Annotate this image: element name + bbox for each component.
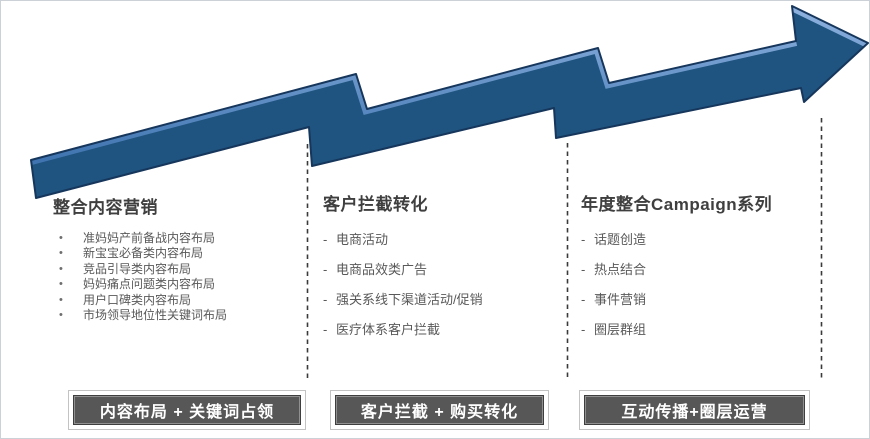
stage-item-list: • 准妈妈产前备战内容布局 • 新宝宝必备类内容布局 • 竞品引导类内容布局 •… [53, 231, 309, 323]
stage-summary-label: 内容布局 + 关键词占领 [73, 395, 301, 425]
stage-summary-box-3: 互动传播+圈层运营 [579, 390, 810, 430]
list-item-text: 电商活动 [336, 232, 389, 247]
bullet-icon: • [59, 293, 63, 306]
stage-title: 整合内容营销 [53, 198, 158, 217]
stage-column-content-marketing: 整合内容营销 • 准妈妈产前备战内容布局 • 新宝宝必备类内容布局 • 竞品引导… [53, 197, 309, 323]
dash-icon: - [323, 322, 328, 337]
list-item: • 市场领导地位性关键词布局 [53, 308, 309, 323]
bullet-icon: • [59, 247, 63, 260]
list-item-text: 市场领导地位性关键词布局 [83, 308, 228, 323]
list-item-text: 医疗体系客户拦截 [336, 322, 441, 337]
bullet-icon: • [59, 232, 63, 244]
list-item-text: 竞品引导类内容布局 [83, 261, 192, 276]
list-item-text: 事件营销 [594, 292, 647, 307]
list-item: • 竞品引导类内容布局 [53, 262, 309, 277]
bullet-icon: • [59, 262, 63, 275]
bullet-icon: • [59, 309, 63, 322]
stage-column-customer-interception: 客户拦截转化 - 电商活动 - 电商品效类广告 - 强关系线下渠道活动/促销 -… [323, 194, 558, 337]
stage-summary-label: 互动传播+圈层运营 [584, 395, 805, 425]
dash-icon: - [581, 292, 586, 307]
list-item: - 电商活动 [323, 232, 558, 247]
dash-icon: - [323, 262, 328, 277]
arrow-body [31, 6, 868, 198]
list-item-text: 话题创造 [594, 232, 647, 247]
list-item: - 热点结合 [581, 262, 816, 277]
stage-title: 客户拦截转化 [323, 195, 428, 214]
arrow-outline [30, 5, 869, 199]
list-item: - 圈层群组 [581, 322, 816, 337]
stage-summary-label: 客户拦截 + 购买转化 [335, 395, 544, 425]
stage-column-annual-campaign: 年度整合Campaign系列 - 话题创造 - 热点结合 - 事件营销 - 圈层… [581, 194, 816, 337]
list-item-text: 电商品效类广告 [336, 262, 428, 277]
stage-item-list: - 话题创造 - 热点结合 - 事件营销 - 圈层群组 [581, 232, 816, 337]
list-item-text: 新宝宝必备类内容布局 [83, 246, 204, 261]
dash-icon: - [581, 262, 586, 277]
list-item-text: 强关系线下渠道活动/促销 [336, 292, 483, 307]
dash-icon: - [581, 232, 586, 247]
dash-icon: - [323, 292, 328, 307]
list-item: - 电商品效类广告 [323, 262, 558, 277]
list-item-text: 用户口碑类内容布局 [83, 292, 192, 307]
list-item: - 话题创造 [581, 232, 816, 247]
list-item: • 用户口碑类内容布局 [53, 293, 309, 308]
bullet-icon: • [59, 278, 63, 291]
stage-title: 年度整合Campaign系列 [581, 195, 773, 214]
list-item-text: 准妈妈产前备战内容布局 [83, 231, 216, 245]
stage-summary-box-2: 客户拦截 + 购买转化 [330, 390, 549, 430]
stage-item-list: - 电商活动 - 电商品效类广告 - 强关系线下渠道活动/促销 - 医疗体系客户… [323, 232, 558, 337]
list-item: - 强关系线下渠道活动/促销 [323, 292, 558, 307]
dash-icon: - [323, 232, 328, 247]
list-item: - 医疗体系客户拦截 [323, 322, 558, 337]
list-item: • 妈妈痛点问题类内容布局 [53, 277, 309, 292]
list-item: - 事件营销 [581, 292, 816, 307]
list-item: • 准妈妈产前备战内容布局 [53, 231, 309, 246]
list-item: • 新宝宝必备类内容布局 [53, 246, 309, 261]
list-item-text: 圈层群组 [594, 322, 647, 337]
list-item-text: 妈妈痛点问题类内容布局 [83, 277, 216, 292]
list-item-text: 热点结合 [594, 262, 647, 277]
stage-summary-box-1: 内容布局 + 关键词占领 [68, 390, 306, 430]
dash-icon: - [581, 322, 586, 337]
